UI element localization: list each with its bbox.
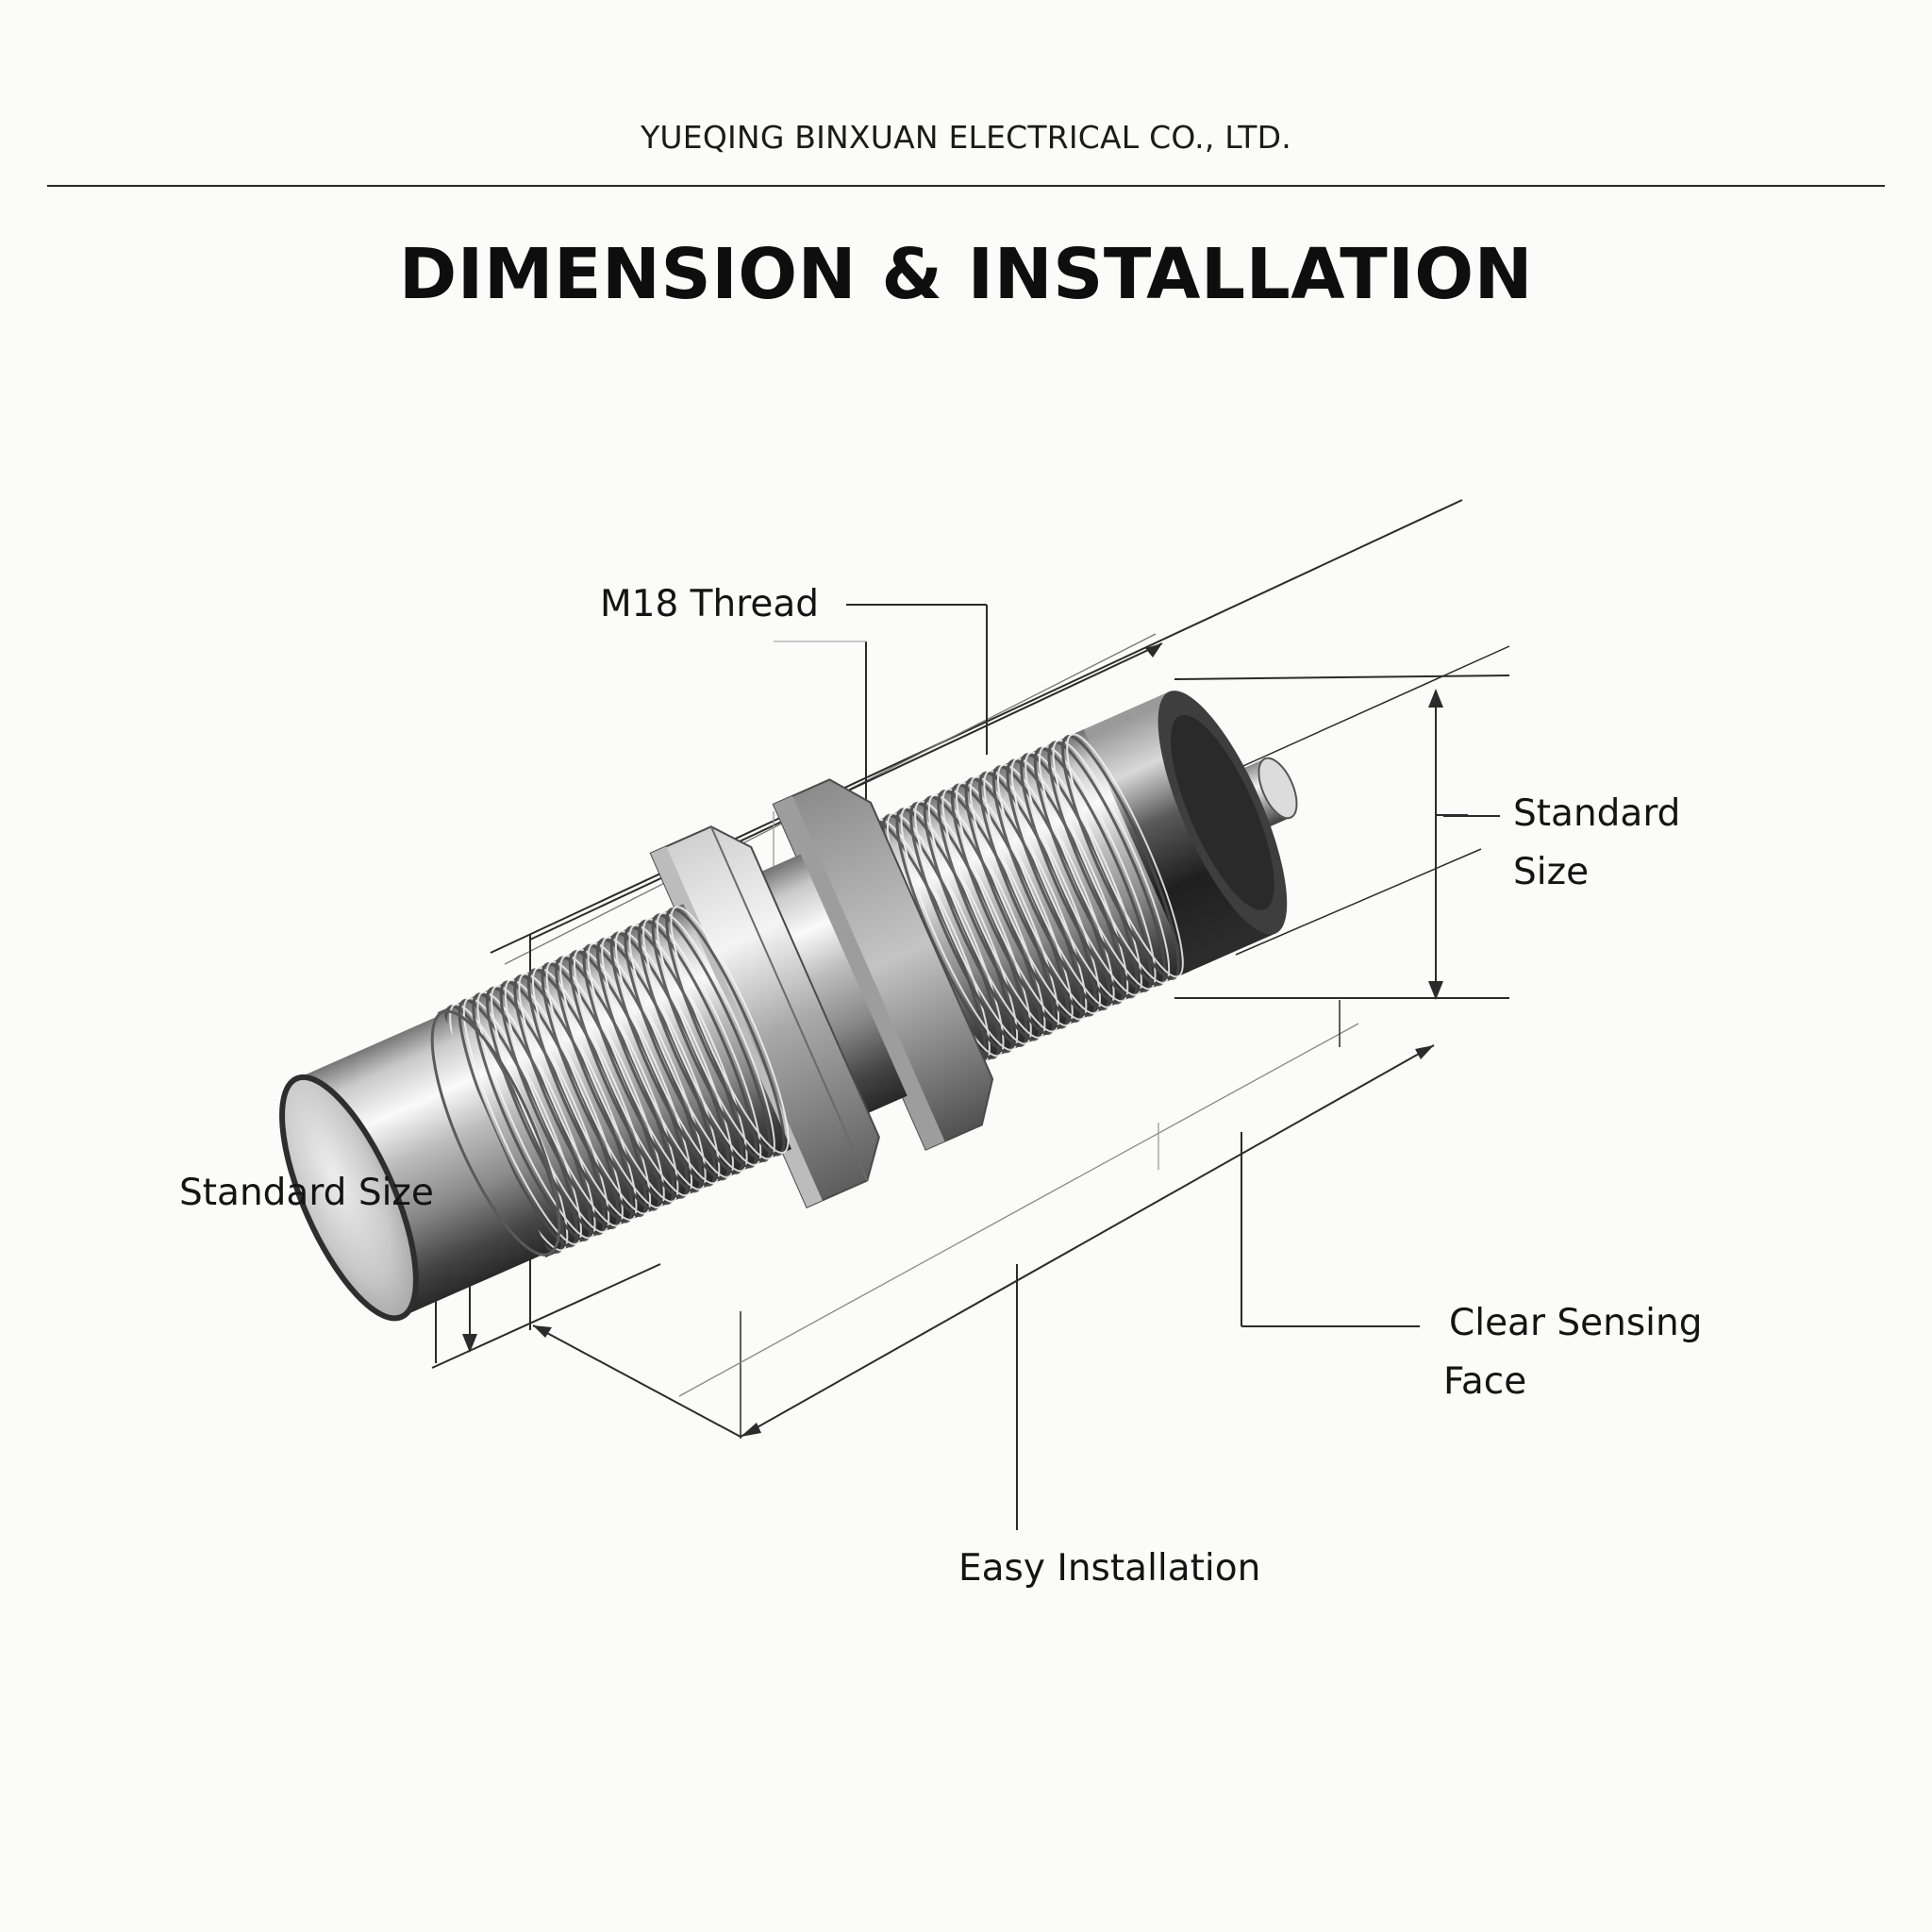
- thread-ridge-highlight: [1052, 739, 1171, 984]
- thread-ridge: [665, 907, 786, 1157]
- company-name: YUEQING BINXUAN ELECTRICAL CO., LTD.: [641, 119, 1291, 156]
- thread-ridge-highlight: [532, 966, 652, 1215]
- thread-ridge-highlight: [1038, 745, 1157, 991]
- thread-ridge-highlight: [642, 918, 762, 1166]
- thread-ridge-highlight: [628, 924, 748, 1173]
- thread-ridge: [1047, 741, 1167, 987]
- proximity-sensor: [279, 691, 1298, 1322]
- callout-m18-thread: M18 Thread: [600, 583, 820, 625]
- thread-ridge: [596, 938, 717, 1187]
- thread-ridge-highlight: [1066, 733, 1184, 978]
- thread-ridge-highlight: [656, 911, 775, 1160]
- callout-clear-sensing-face-line1: Clear Sensing: [1449, 1302, 1703, 1344]
- callout-easy-installation: Easy Installation: [958, 1547, 1261, 1590]
- thread-ridge: [638, 919, 758, 1169]
- thread-ridge-highlight: [670, 906, 790, 1155]
- thread-ridge-highlight: [476, 991, 596, 1240]
- header-divider: [47, 185, 1885, 187]
- page-title: DIMENSION & INSTALLATION: [398, 234, 1534, 315]
- thread-ridge-highlight: [587, 942, 707, 1191]
- callout-standard-size-right-line2: Size: [1513, 851, 1590, 893]
- callout-clear-sensing-face: Clear Sensing Face: [1443, 1294, 1703, 1411]
- callout-standard-size-left: Standard Size: [179, 1172, 434, 1214]
- thread-ridge: [1033, 746, 1153, 992]
- thread-ridge-highlight: [941, 788, 1060, 1033]
- thread-ridge: [923, 795, 1042, 1041]
- thread-ridge-highlight: [983, 770, 1101, 1015]
- thread-ridge: [499, 980, 620, 1230]
- thread-ridge: [472, 992, 592, 1241]
- thread-ridge-highlight: [956, 782, 1074, 1027]
- thread-ridge: [991, 765, 1111, 1011]
- thread-ridge-highlight: [504, 978, 624, 1227]
- rear-nut: [772, 778, 994, 1151]
- thread-ridge-highlight: [614, 930, 734, 1178]
- thread-ridge-highlight: [900, 806, 1019, 1051]
- thread-ridge: [651, 913, 772, 1163]
- callout-clear-sensing-face-line2: Face: [1443, 1360, 1527, 1403]
- thread-ridge-highlight: [491, 985, 610, 1233]
- callout-standard-size-right-line1: Standard: [1513, 792, 1681, 835]
- thread-ridge-highlight: [518, 973, 638, 1222]
- thread-ridge-highlight: [914, 800, 1032, 1045]
- thread-ridge: [513, 974, 634, 1224]
- thread-ridge: [555, 956, 675, 1206]
- thread-ridge: [964, 777, 1084, 1024]
- callout-standard-size-right: Standard Size: [1513, 785, 1680, 902]
- thread-ridge-highlight: [927, 793, 1046, 1039]
- thread-ridge-highlight: [1010, 758, 1129, 1003]
- thread-ridge-highlight: [462, 997, 582, 1245]
- thread-ridge-highlight: [545, 960, 665, 1209]
- thread-ridge: [582, 943, 703, 1193]
- thread-ridge-highlight: [573, 948, 693, 1197]
- thread-ridge-highlight: [601, 936, 721, 1185]
- thread-ridge-highlight: [1024, 751, 1142, 996]
- thread-ridge: [1061, 734, 1180, 980]
- sensing-face: [279, 1074, 419, 1322]
- thread-ridge-highlight: [997, 763, 1115, 1008]
- thread-ridge-highlight: [969, 775, 1088, 1021]
- thread-ridge-highlight: [559, 955, 679, 1203]
